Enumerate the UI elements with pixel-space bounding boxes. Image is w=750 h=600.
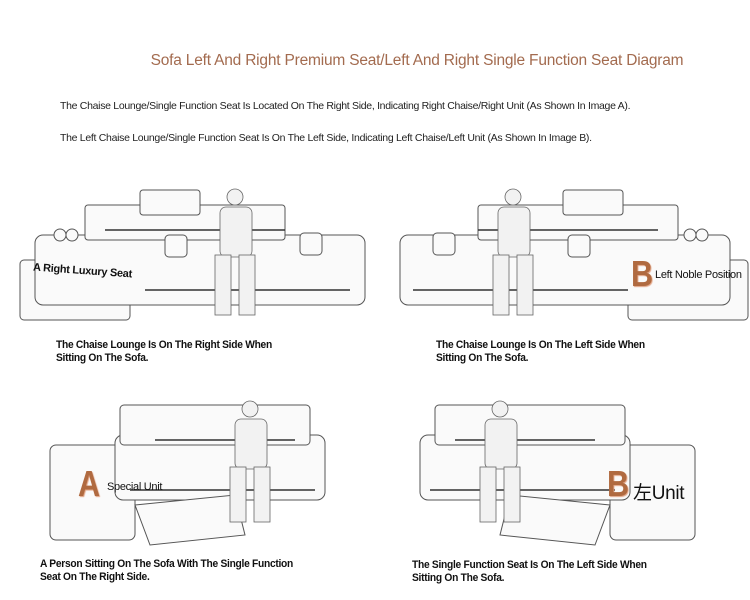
letter-a-marker: A	[78, 463, 101, 504]
sofa-right-unit-illustration	[49, 400, 326, 546]
intro-left-chaise: The Left Chaise Lounge/Single Function S…	[60, 132, 592, 144]
person-figure	[492, 188, 534, 316]
person-figure	[479, 400, 521, 523]
person-figure	[229, 400, 271, 523]
letter-b-marker: B	[607, 463, 630, 504]
left-noble-position-label: Left Noble Position	[655, 269, 742, 281]
caption-right-chaise: The Chaise Lounge Is On The Right Side W…	[56, 339, 272, 364]
left-unit-label: 左Unit	[633, 483, 685, 504]
sofa-left-unit-illustration	[419, 400, 696, 546]
intro-right-chaise: The Chaise Lounge/Single Function Seat I…	[60, 100, 631, 112]
caption-left-unit: The Single Function Seat Is On The Left …	[412, 559, 647, 584]
sofa-left-chaise-illustration	[399, 188, 749, 321]
caption-right-unit: A Person Sitting On The Sofa With The Si…	[40, 558, 294, 583]
page-title: Sofa Left And Right Premium Seat/Left An…	[150, 52, 684, 69]
letter-b-marker: B	[631, 253, 654, 294]
special-unit-label: Special Unit	[107, 481, 163, 493]
person-figure	[214, 188, 256, 316]
caption-left-chaise: The Chaise Lounge Is On The Left Side Wh…	[436, 339, 645, 364]
sofa-right-chaise-illustration	[19, 188, 366, 321]
